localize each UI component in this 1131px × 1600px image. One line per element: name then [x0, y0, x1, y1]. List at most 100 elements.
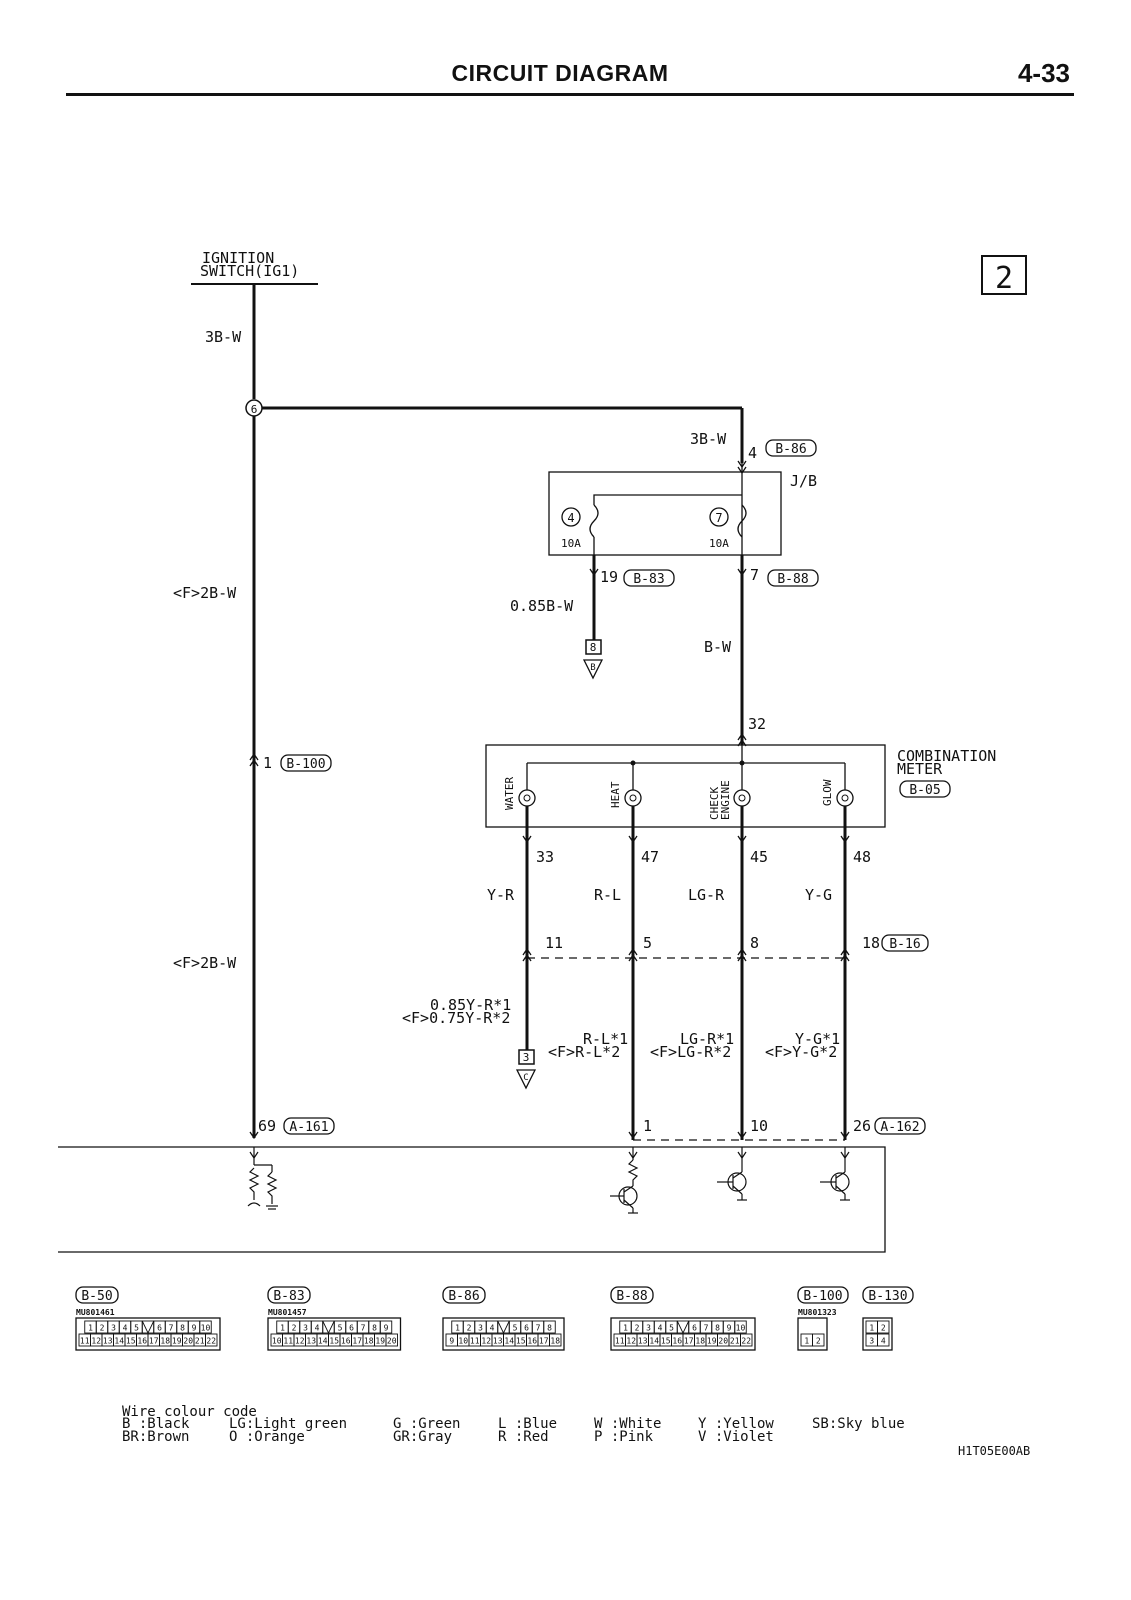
connector-face-pin-label: 18: [550, 1337, 560, 1346]
connector-face-pin-label: 17: [539, 1337, 549, 1346]
connector-face-pin: [676, 1320, 690, 1334]
connector-b86-badge: [765, 439, 817, 457]
connector-face-pin-label: 19: [375, 1337, 385, 1346]
pin-26: 26: [853, 1117, 871, 1135]
connector-face-body: [75, 1317, 221, 1351]
pin-1-left: 1: [263, 754, 272, 772]
connector-face-badge: [75, 1286, 119, 1304]
figure-code: H1T05E00AB: [958, 1444, 1031, 1458]
legend-r: R :Red: [498, 1429, 549, 1445]
connector-face-pin-label: 5: [669, 1324, 674, 1333]
connector-face-pin-label: 19: [172, 1337, 182, 1346]
connector-face-pin: [877, 1333, 890, 1347]
lamp-glow-bulb: [836, 789, 854, 807]
connector-face-body: [610, 1317, 756, 1351]
connector-face-pin-label: 1: [869, 1324, 874, 1333]
connector-a161-badge: [283, 1117, 335, 1135]
wire-label-yr2: <F>0.75Y-R*2: [402, 1009, 510, 1027]
connector-face-pin-label: 12: [91, 1337, 101, 1346]
connector-face-pin-label: 19: [707, 1337, 717, 1346]
connector-face-pin-label: 2: [816, 1337, 821, 1346]
connector-a161-label: A-161: [289, 1120, 328, 1135]
connector-face-pin-label: 20: [183, 1337, 193, 1346]
fuse-7-rating: 10A: [709, 537, 729, 550]
connector-face-pin-label: 8: [180, 1324, 185, 1333]
connector-face-pin-label: 1: [88, 1324, 93, 1333]
legend-y: Y :Yellow: [698, 1416, 774, 1432]
lamp-water-filament: [523, 794, 531, 802]
connector-face-pin-label: 8: [715, 1324, 720, 1333]
lamp-heat-label: HEAT: [609, 781, 622, 808]
connector-face-pin-label: 10: [736, 1324, 746, 1333]
connector-b16-label: B-16: [889, 937, 920, 952]
lamp-glow-filament: [841, 794, 849, 802]
connector-face-pin-label: 4: [123, 1324, 128, 1333]
connector-face-pin-label: 10: [201, 1324, 211, 1333]
connector-face-pin-label: 21: [730, 1337, 740, 1346]
legend-g: G :Green: [393, 1416, 461, 1432]
pin-1-ecu: 1: [643, 1117, 652, 1135]
connector-face-pin-label: 1: [455, 1324, 460, 1333]
connector-face-pin-label: 3: [869, 1337, 874, 1346]
ground-c-box-number: 3: [523, 1051, 530, 1064]
connector-face-pin-label: 1: [623, 1324, 628, 1333]
connector-face-id: B-86: [448, 1289, 479, 1304]
legend-lg: LG:Light green: [229, 1416, 348, 1432]
connector-face-pin-label: 7: [536, 1324, 541, 1333]
connector-face-pin-label: 5: [134, 1324, 139, 1333]
connector-face-pin-label: 20: [387, 1337, 397, 1346]
wire-label-glow: Y-G: [805, 886, 832, 904]
connector-face-pin-label: 4: [315, 1324, 320, 1333]
connector-face-id: B-100: [803, 1289, 842, 1304]
connector-face-pin-label: 1: [280, 1324, 285, 1333]
connector-face-pin-label: 14: [318, 1337, 328, 1346]
pin-10: 10: [750, 1117, 768, 1135]
connector-face-badge: [267, 1286, 311, 1304]
wire-label-yg1: Y-G*1: [795, 1030, 840, 1048]
pin-45: 45: [750, 848, 768, 866]
connector-face-pin-label: 12: [295, 1337, 305, 1346]
header-rule: [66, 93, 1074, 96]
connector-face-pin-label: 15: [126, 1337, 136, 1346]
connector-b88-label: B-88: [777, 572, 808, 587]
connector-face-part-number: MU801461: [76, 1308, 115, 1317]
legend-p: P :Pink: [594, 1429, 654, 1445]
connector-face-key-mark: [676, 1320, 690, 1335]
wire-to-jb: [262, 406, 744, 463]
connector-a162-label: A-162: [880, 1120, 919, 1135]
wire-label-jb-in: 3B-W: [690, 430, 727, 448]
connector-face-pin: [812, 1333, 825, 1347]
jb-box: [548, 471, 782, 556]
connector-b83-badge-a: [623, 569, 675, 587]
connector-face-part-number: MU801323: [798, 1308, 837, 1317]
connector-face-pin: [205, 1333, 218, 1347]
legend-title: Wire colour code: [122, 1404, 257, 1420]
connector-face-pin-label: 16: [341, 1337, 351, 1346]
wire-label-rl1: R-L*1: [583, 1030, 628, 1048]
connector-face-pin-label: 4: [490, 1324, 495, 1333]
meter-internal-bus: [526, 745, 846, 790]
connector-face-pin-label: 3: [303, 1324, 308, 1333]
connector-face-pin-label: 10: [458, 1337, 468, 1346]
connector-face-pin-label: 2: [881, 1324, 886, 1333]
connector-face-id: B-50: [81, 1289, 112, 1304]
connector-face-pin-label: 7: [704, 1324, 709, 1333]
connector-face-pin-label: 11: [470, 1337, 480, 1346]
connector-face-id: B-83: [273, 1289, 304, 1304]
section-number-box: [981, 255, 1027, 295]
connector-face-id: B-88: [616, 1289, 647, 1304]
connector-face-pin-label: 12: [626, 1337, 636, 1346]
connector-face-pin: [543, 1320, 556, 1334]
connector-face-pin-label: 22: [206, 1337, 216, 1346]
lamp-water-label: WATER: [503, 777, 516, 810]
connector-face-pin-label: 2: [467, 1324, 472, 1333]
connector-face-pin-label: 11: [80, 1337, 90, 1346]
connector-face-part-number: MU801457: [268, 1308, 307, 1317]
fuse-4-circle: [561, 507, 581, 527]
connector-face-pin-label: 22: [741, 1337, 751, 1346]
wire-label-left-lower: <F>2B-W: [173, 954, 237, 972]
connector-face-pin-label: 14: [504, 1337, 514, 1346]
connector-b86-label: B-86: [775, 442, 806, 457]
connector-face-pin-label: 17: [352, 1337, 362, 1346]
